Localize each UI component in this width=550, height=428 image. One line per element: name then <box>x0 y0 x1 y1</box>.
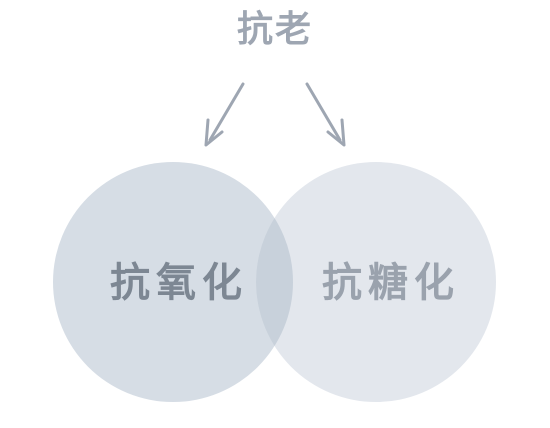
left-circle-label: 抗氧化 <box>110 260 248 306</box>
diagram-title: 抗老 <box>236 9 313 50</box>
arrow-down-left-icon <box>204 82 245 147</box>
right-circle-label: 抗糖化 <box>322 260 460 306</box>
arrow-down-right-icon <box>305 82 346 147</box>
circle-antioxidation <box>53 162 293 402</box>
circle-antiglycation <box>256 162 496 402</box>
